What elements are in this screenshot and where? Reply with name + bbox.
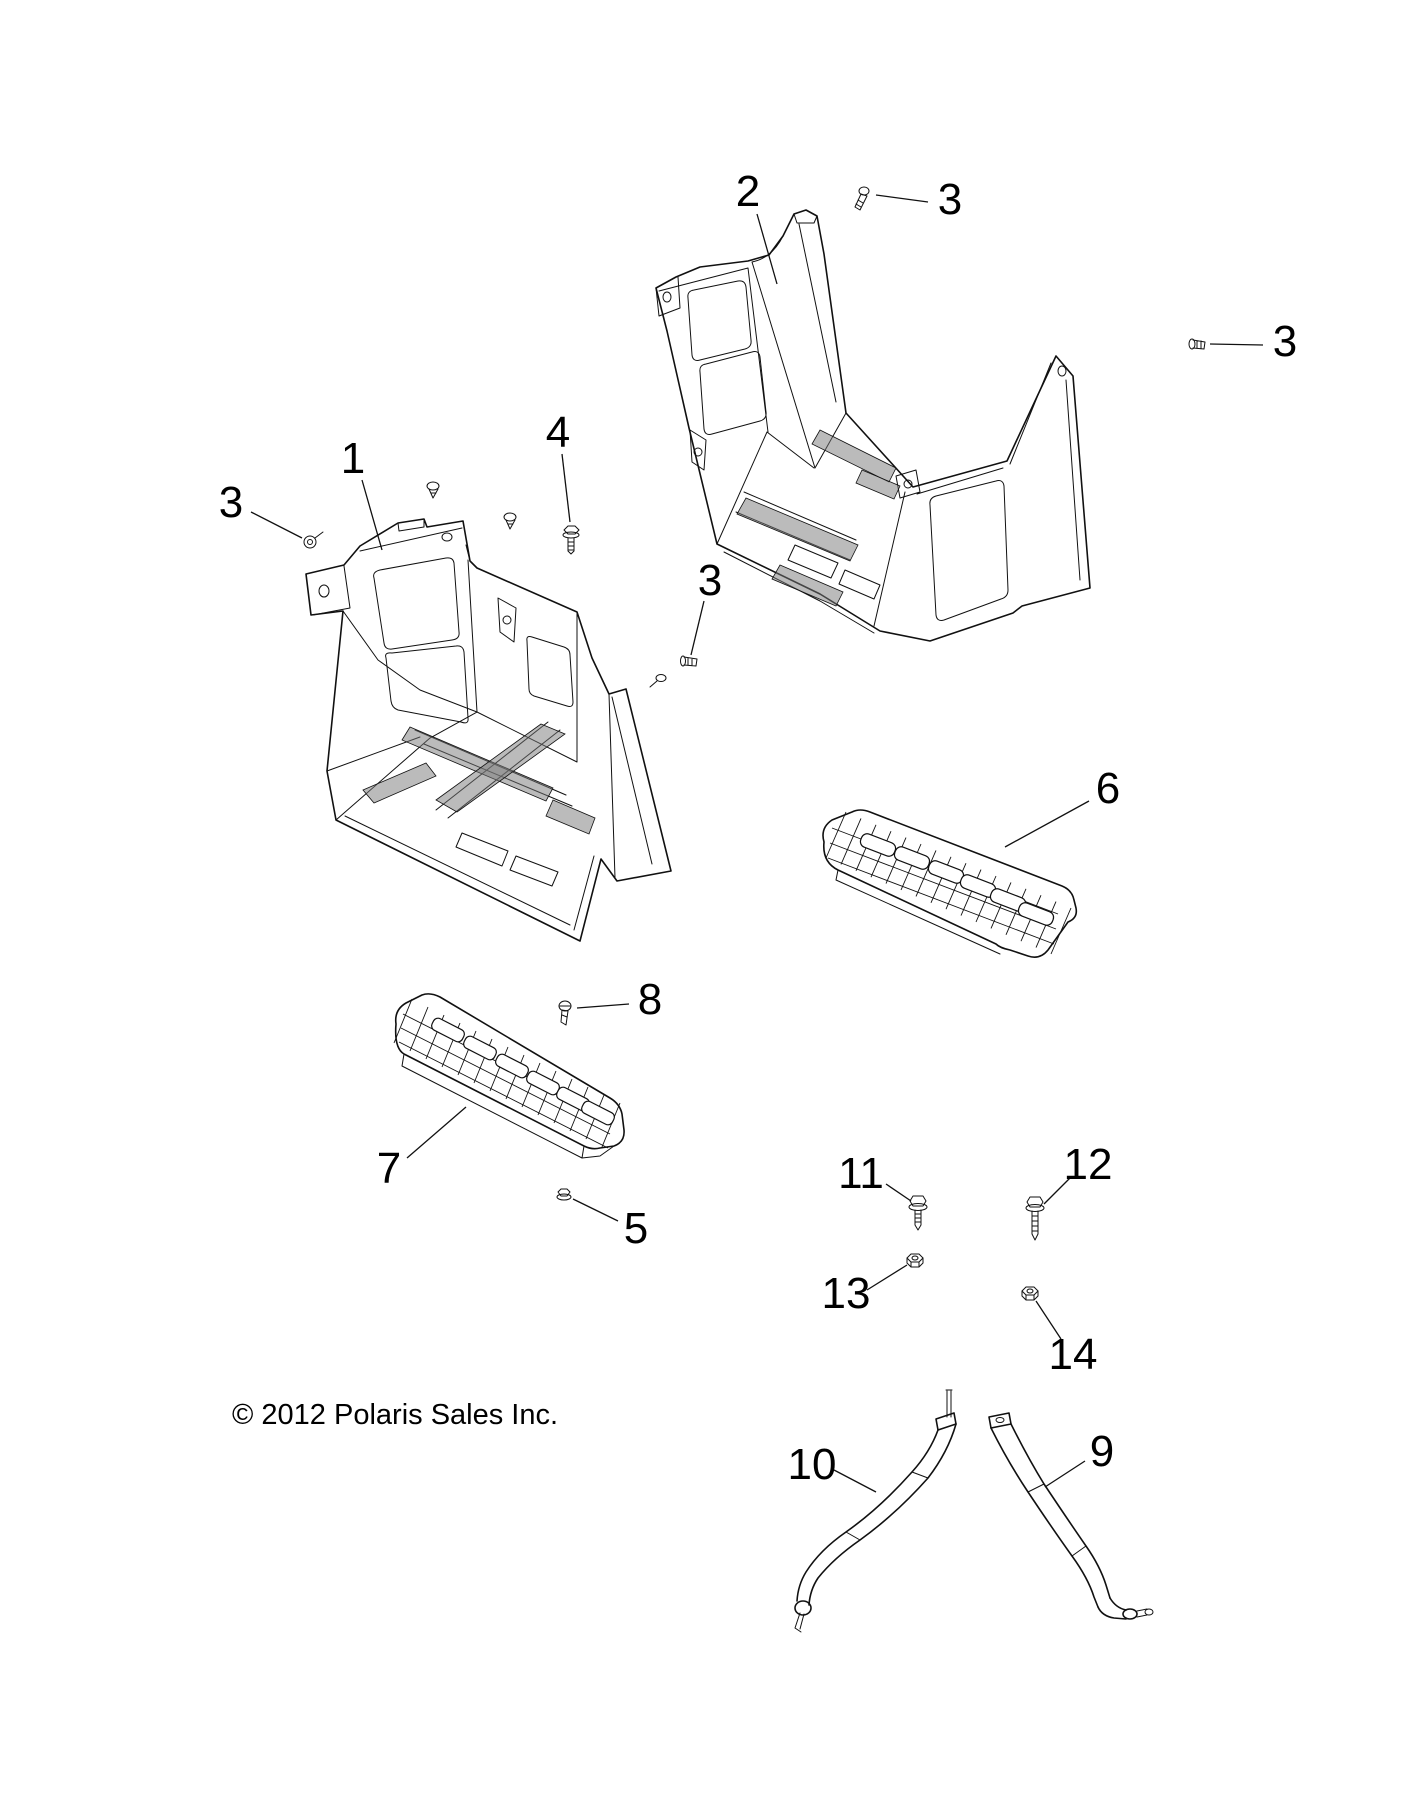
callout-leader-line xyxy=(1044,1460,1086,1488)
callout-number-label: 12 xyxy=(1064,1140,1113,1189)
hatch-line xyxy=(945,863,967,910)
bolt-icon-11 xyxy=(908,1195,928,1231)
callout-leader-line xyxy=(690,600,705,656)
screw-icon-8 xyxy=(558,1000,572,1026)
hatch-line xyxy=(505,1054,525,1100)
brace-right-drawing xyxy=(988,1412,1154,1620)
callout-number-label: 7 xyxy=(377,1144,401,1193)
callout-number-label: 3 xyxy=(698,556,722,605)
callout-number-label: 13 xyxy=(822,1269,871,1318)
hatch-line xyxy=(840,818,862,865)
callout-7-9: 7 xyxy=(377,1106,467,1193)
clip-icon-right xyxy=(1188,338,1206,350)
callout-12-12: 12 xyxy=(1043,1140,1113,1205)
bolt-icon-4 xyxy=(562,525,580,555)
callout-number-label: 4 xyxy=(546,408,570,457)
plate7-slots xyxy=(431,1017,615,1126)
callout-number-label: 3 xyxy=(1273,317,1297,366)
clip-icon-mid-2 xyxy=(649,674,667,688)
hatch-line xyxy=(960,869,982,916)
footwell-right-drawing xyxy=(655,209,1091,642)
callout-leader-line xyxy=(875,194,929,203)
callout-6-7: 6 xyxy=(1004,764,1120,848)
callout-leader-line xyxy=(1004,800,1090,848)
clip-icon-b xyxy=(503,512,517,530)
callout-number-label: 8 xyxy=(638,975,662,1024)
callout-number-label: 14 xyxy=(1049,1330,1098,1379)
callout-number-label: 11 xyxy=(838,1149,884,1198)
plate7-hatch xyxy=(393,998,621,1148)
plate6-hatch xyxy=(825,811,1072,955)
hatch-line xyxy=(915,850,937,897)
callout-leader-line xyxy=(833,1469,877,1493)
hatch-line xyxy=(885,837,907,884)
brace-left-drawing xyxy=(794,1389,957,1633)
hatch-line xyxy=(489,1046,509,1092)
hatch-line xyxy=(930,856,952,903)
callout-3-1: 3 xyxy=(875,175,962,224)
screw-icon-left xyxy=(303,531,324,549)
callout-11-11: 11 xyxy=(838,1149,912,1202)
callout-leader-line xyxy=(866,1264,908,1291)
footrest-plate-right-drawing xyxy=(822,809,1078,958)
callout-5-10: 5 xyxy=(572,1198,648,1253)
callout-leader-line xyxy=(406,1106,467,1159)
hatch-line xyxy=(829,842,1057,930)
callout-leader-line xyxy=(561,453,571,523)
hatch-line xyxy=(1050,907,1072,955)
bolt-icon-12 xyxy=(1025,1196,1045,1241)
callout-leader-line xyxy=(1035,1300,1062,1340)
callout-number-label: 6 xyxy=(1096,764,1120,813)
callout-1-3: 1 xyxy=(341,434,383,551)
clip-icon-a xyxy=(426,481,440,499)
callout-leader-line xyxy=(1209,343,1264,346)
callout-9-16: 9 xyxy=(1044,1427,1114,1488)
callout-2-0: 2 xyxy=(736,167,778,285)
nut-icon-14 xyxy=(1021,1286,1039,1301)
callout-number-label: 10 xyxy=(788,1440,837,1489)
plate6-slots xyxy=(859,833,1055,926)
nut-icon-13 xyxy=(906,1253,924,1268)
callout-13-13: 13 xyxy=(822,1264,908,1318)
callout-number-label: 2 xyxy=(736,167,760,216)
nut-icon-5 xyxy=(556,1188,572,1201)
callout-number-label: 1 xyxy=(341,434,365,483)
callout-leader-line xyxy=(885,1183,912,1202)
callout-8-8: 8 xyxy=(576,975,662,1024)
hatch-line xyxy=(521,1062,541,1108)
callout-14-14: 14 xyxy=(1035,1300,1098,1379)
hatch-line xyxy=(393,998,413,1044)
callout-number-label: 3 xyxy=(219,478,243,527)
copyright-text: © 2012 Polaris Sales Inc. xyxy=(232,1399,558,1431)
screw-icon-top xyxy=(854,186,870,211)
callout-3-2: 3 xyxy=(1209,317,1297,366)
hatch-line xyxy=(825,811,847,859)
hatch-line xyxy=(900,843,922,891)
hatch-line xyxy=(398,1041,609,1149)
callout-number-label: 5 xyxy=(624,1204,648,1253)
callout-3-6: 3 xyxy=(690,556,722,656)
footwell-left-drawing xyxy=(305,518,672,942)
callout-leader-line xyxy=(1043,1177,1071,1205)
hatch-line xyxy=(601,1102,621,1148)
hatch-line xyxy=(400,1027,611,1135)
clip-icon-mid xyxy=(680,655,698,667)
footrest-plate-left-drawing xyxy=(393,993,625,1159)
callout-number-label: 3 xyxy=(938,175,962,224)
hatch-line xyxy=(409,1006,429,1052)
callout-number-label: 9 xyxy=(1090,1427,1114,1476)
callout-leader-line xyxy=(250,511,303,539)
callout-3-5: 3 xyxy=(219,478,303,539)
callout-leader-line xyxy=(576,1003,630,1009)
callout-leader-line xyxy=(756,213,778,285)
callout-leader-line xyxy=(361,479,383,551)
hatch-line xyxy=(827,857,1055,945)
callout-leader-line xyxy=(572,1198,619,1222)
callout-4-4: 4 xyxy=(546,408,571,523)
callout-10-15: 10 xyxy=(788,1440,877,1493)
